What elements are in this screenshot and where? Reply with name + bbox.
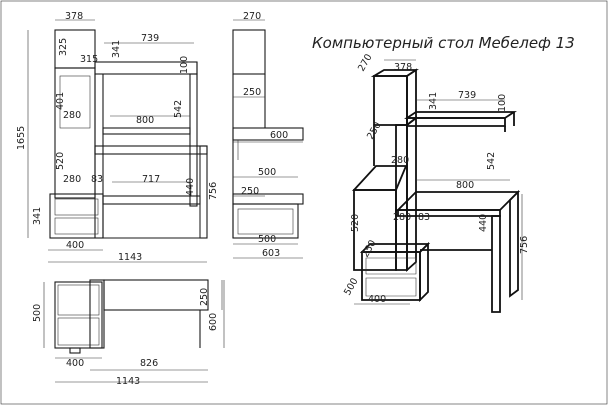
plan-view: 500 250 600 400 826 1143 <box>32 279 225 387</box>
dim-base-width: 400 <box>66 240 84 251</box>
dim-side-shelf-depth: 250 <box>243 87 261 98</box>
dim-side-drawer-depth: 250 <box>241 186 259 197</box>
dim-iso-desk-w: 800 <box>456 180 474 191</box>
dim-iso-desk-h: 756 <box>519 236 530 254</box>
dim-side-desk-depth: 600 <box>270 130 288 141</box>
dim-mid-height: 520 <box>55 152 66 170</box>
dim-desk-clear: 440 <box>185 178 196 196</box>
dim-plan-depth-left: 500 <box>32 304 43 322</box>
dim-side-height: 100 <box>179 56 190 74</box>
side-drawer <box>232 203 299 239</box>
dim-iso-side-h: 100 <box>497 94 508 112</box>
dim-side-mid-depth: 500 <box>258 167 276 178</box>
dim-desk-height: 756 <box>208 182 219 200</box>
dim-lower-gap: 83 <box>91 174 103 185</box>
dim-shelf-width: 800 <box>136 115 154 126</box>
dim-plan-overall-width: 1143 <box>116 376 140 387</box>
iso-drawer-unit <box>361 251 421 301</box>
dim-top-box-inner: 315 <box>80 54 98 65</box>
dim-iso-shelf-depth: 250 <box>365 120 384 141</box>
front-view: 378 739 1655 325 315 341 100 401 280 800… <box>16 11 219 263</box>
dim-plan-depth-right: 250 <box>199 288 210 306</box>
dim-shelf-right-height: 341 <box>111 40 122 58</box>
dim-iso-niche2-w: 280 <box>393 212 411 223</box>
drawing-title: Компьютерный стол Мебелеф 13 <box>312 34 575 52</box>
dim-iso-top-width: 378 <box>394 62 412 73</box>
dim-shelf-right-width: 739 <box>141 33 159 44</box>
iso-view: 270 378 341 739 100 250 280 542 520 800 … <box>342 52 530 313</box>
dim-plan-desk-depth: 600 <box>208 313 219 331</box>
dim-iso-gap2: 83 <box>418 212 430 223</box>
dim-overall-width: 1143 <box>118 252 142 263</box>
dim-niche-width: 280 <box>63 110 81 121</box>
iso-top-box <box>373 75 408 126</box>
dim-desk-span: 717 <box>142 174 160 185</box>
side-view: 270 250 600 500 250 500 603 <box>232 11 304 259</box>
dim-iso-base-w: 400 <box>368 294 386 305</box>
plan-desk-top <box>103 279 209 311</box>
iso-upper-shelf <box>406 117 506 127</box>
dim-upper-gap: 542 <box>173 100 184 118</box>
dim-iso-base-d: 500 <box>342 276 361 297</box>
dim-side-top-depth: 270 <box>243 11 261 22</box>
dim-side-base-depth: 500 <box>258 234 276 245</box>
dim-plan-desk-width: 826 <box>140 358 158 369</box>
dim-plan-left-width: 400 <box>66 358 84 369</box>
dim-iso-gap-h: 542 <box>486 152 497 170</box>
dim-iso-box-h: 341 <box>428 92 439 110</box>
dim-drawer-height: 341 <box>32 207 43 225</box>
dim-iso-leg-h: 440 <box>478 214 489 232</box>
dim-iso-drawer-d: 250 <box>360 238 379 259</box>
dim-iso-niche-w: 280 <box>391 155 409 166</box>
dim-side-overall-depth: 603 <box>262 248 280 259</box>
dim-iso-shelf-w: 739 <box>458 90 476 101</box>
dim-lower-niche-width: 280 <box>63 174 81 185</box>
dim-top-box-height: 325 <box>58 38 69 56</box>
dim-overall-height: 1655 <box>16 126 27 150</box>
dim-iso-mid-h: 520 <box>350 214 361 232</box>
dim-iso-top-depth: 270 <box>356 52 375 73</box>
side-desk-top <box>232 127 304 141</box>
dim-top-width: 378 <box>65 11 83 22</box>
dim-niche-height: 401 <box>55 92 66 110</box>
side-top-box <box>232 29 266 75</box>
